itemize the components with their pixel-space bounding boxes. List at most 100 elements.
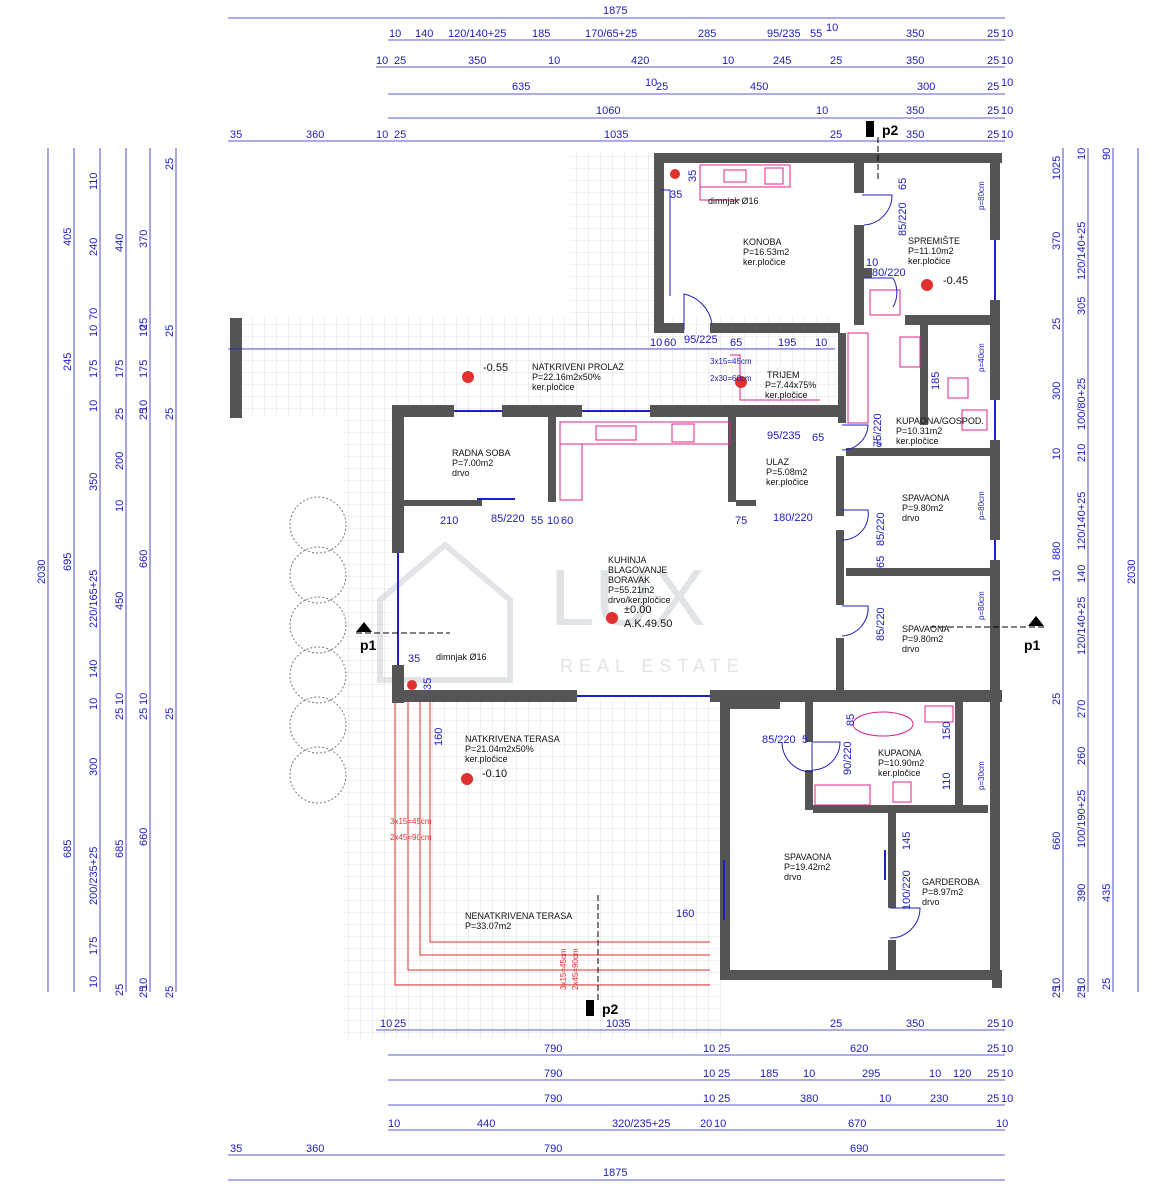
svg-text:P=9.80m2: P=9.80m2 xyxy=(902,634,943,644)
svg-text:p=80cm: p=80cm xyxy=(977,181,986,210)
room-terasa-nenatkrivena: NENATKRIVENA TERASA P=33.07m2 xyxy=(465,911,572,931)
svg-text:NATKRIVENI PROLAZ: NATKRIVENI PROLAZ xyxy=(532,362,624,372)
room-ulaz: ULAZ P=5.08m2 ker.pločice xyxy=(766,457,809,487)
svg-text:P=19.42m2: P=19.42m2 xyxy=(784,862,830,872)
svg-text:dimnjak Ø16: dimnjak Ø16 xyxy=(708,196,759,206)
svg-text:KUPAONA: KUPAONA xyxy=(878,748,921,758)
svg-text:3x15=45cm: 3x15=45cm xyxy=(710,357,752,366)
svg-text:35: 35 xyxy=(687,170,699,182)
section-p1-left: p1 xyxy=(360,637,377,653)
svg-text:210: 210 xyxy=(1076,444,1088,462)
svg-text:10: 10 xyxy=(376,55,388,67)
dim-total-top: 1875 xyxy=(603,5,627,17)
svg-text:160: 160 xyxy=(676,908,694,920)
svg-text:SPREMIŠTE: SPREMIŠTE xyxy=(908,236,960,246)
svg-text:ker.pločice: ker.pločice xyxy=(896,436,939,446)
svg-text:175: 175 xyxy=(88,360,100,378)
svg-text:35: 35 xyxy=(230,1143,242,1155)
svg-text:10: 10 xyxy=(388,1118,400,1130)
svg-text:230: 230 xyxy=(930,1093,948,1105)
svg-text:185: 185 xyxy=(760,1068,778,1080)
svg-text:P=8.97m2: P=8.97m2 xyxy=(922,887,963,897)
svg-text:440: 440 xyxy=(477,1118,495,1130)
svg-text:85/220: 85/220 xyxy=(875,512,887,546)
svg-text:140: 140 xyxy=(415,28,433,40)
svg-text:P=22.16m2x50%: P=22.16m2x50% xyxy=(532,372,601,382)
room-kuhinja: KUHINJA BLAGOVANJE BORAVAK P=55.21m2 drv… xyxy=(608,555,672,630)
room-spavaona-2: SPAVAONA P=9.80m2 drvo xyxy=(902,624,950,654)
right-dimensions: 25 10 370 25 300 10 880 10 25 660 10 25 … xyxy=(1051,148,1138,998)
svg-text:55: 55 xyxy=(810,28,822,40)
svg-text:75: 75 xyxy=(735,515,747,527)
svg-text:BORAVAK: BORAVAK xyxy=(608,575,650,585)
svg-text:65: 65 xyxy=(730,337,742,349)
svg-text:175: 175 xyxy=(114,360,126,378)
watermark-sub: REAL ESTATE xyxy=(560,656,745,676)
svg-text:25: 25 xyxy=(830,1018,842,1030)
svg-text:p=30cm: p=30cm xyxy=(977,761,986,790)
svg-text:25: 25 xyxy=(1051,986,1063,998)
svg-text:1060: 1060 xyxy=(596,105,620,117)
svg-text:10: 10 xyxy=(1051,978,1063,990)
svg-text:635: 635 xyxy=(512,81,530,93)
room-labels: KONOBA P=16.53m2 ker.pločice SPREMIŠTE P… xyxy=(452,236,984,931)
svg-text:10: 10 xyxy=(1001,1068,1013,1080)
svg-text:ker.pločice: ker.pločice xyxy=(908,256,951,266)
svg-text:ker.pločice: ker.pločice xyxy=(532,382,575,392)
svg-text:10: 10 xyxy=(645,77,657,89)
svg-text:10: 10 xyxy=(1051,168,1063,180)
svg-text:25: 25 xyxy=(1051,156,1063,168)
svg-text:25: 25 xyxy=(987,1043,999,1055)
svg-text:25: 25 xyxy=(164,986,176,998)
svg-text:25: 25 xyxy=(830,129,842,141)
svg-text:790: 790 xyxy=(544,1068,562,1080)
svg-text:65: 65 xyxy=(812,432,824,444)
svg-text:150: 150 xyxy=(941,722,953,740)
svg-text:10: 10 xyxy=(826,22,838,34)
svg-text:790: 790 xyxy=(544,1093,562,1105)
svg-text:P=16.53m2: P=16.53m2 xyxy=(743,247,789,257)
bottom-dimensions: 10 25 1035 25 350 25 10 790 10 25 620 25… xyxy=(230,1018,1013,1179)
svg-text:110: 110 xyxy=(88,172,100,190)
room-spavaona-3: SPAVAONA P=19.42m2 drvo xyxy=(784,852,832,882)
svg-text:2x30=60cm: 2x30=60cm xyxy=(710,374,752,383)
svg-text:25: 25 xyxy=(1076,986,1088,998)
svg-text:25: 25 xyxy=(114,984,126,996)
svg-text:25: 25 xyxy=(164,708,176,720)
svg-text:350: 350 xyxy=(906,1018,924,1030)
svg-text:120/140+25: 120/140+25 xyxy=(1076,222,1088,280)
room-konoba: KONOBA P=16.53m2 ker.pločice xyxy=(743,237,789,267)
svg-text:P=10.90m2: P=10.90m2 xyxy=(878,758,924,768)
svg-text:10: 10 xyxy=(88,325,100,337)
terrace-tiles xyxy=(237,152,837,1038)
svg-text:25: 25 xyxy=(1101,978,1113,990)
svg-text:245: 245 xyxy=(773,55,791,67)
svg-text:300: 300 xyxy=(917,81,935,93)
svg-text:10: 10 xyxy=(929,1068,941,1080)
svg-text:10: 10 xyxy=(815,337,827,349)
svg-text:10: 10 xyxy=(88,976,100,988)
svg-text:NATKRIVENA TERASA: NATKRIVENA TERASA xyxy=(465,734,560,744)
svg-text:25: 25 xyxy=(987,1018,999,1030)
svg-text:25: 25 xyxy=(987,55,999,67)
svg-text:25: 25 xyxy=(987,81,999,93)
svg-text:25: 25 xyxy=(164,325,176,337)
svg-text:10: 10 xyxy=(650,337,662,349)
svg-text:120/140+25: 120/140+25 xyxy=(448,28,506,40)
svg-text:695: 695 xyxy=(62,553,74,571)
room-garderoba: GARDEROBA P=8.97m2 drvo xyxy=(922,877,980,907)
svg-text:dimnjak Ø16: dimnjak Ø16 xyxy=(436,652,487,662)
svg-text:-0.45: -0.45 xyxy=(943,275,968,287)
svg-text:P=7.00m2: P=7.00m2 xyxy=(452,458,493,468)
svg-text:660: 660 xyxy=(1051,832,1063,850)
svg-text:110: 110 xyxy=(941,772,953,790)
level-marker-icon xyxy=(606,612,618,624)
svg-text:350: 350 xyxy=(906,28,924,40)
room-spavaona-1: SPAVAONA P=9.80m2 drvo xyxy=(902,493,950,523)
svg-text:10: 10 xyxy=(1001,1043,1013,1055)
svg-text:295: 295 xyxy=(862,1068,880,1080)
svg-text:440: 440 xyxy=(114,234,126,252)
svg-text:drvo: drvo xyxy=(922,897,940,907)
svg-text:2030: 2030 xyxy=(1126,560,1138,584)
